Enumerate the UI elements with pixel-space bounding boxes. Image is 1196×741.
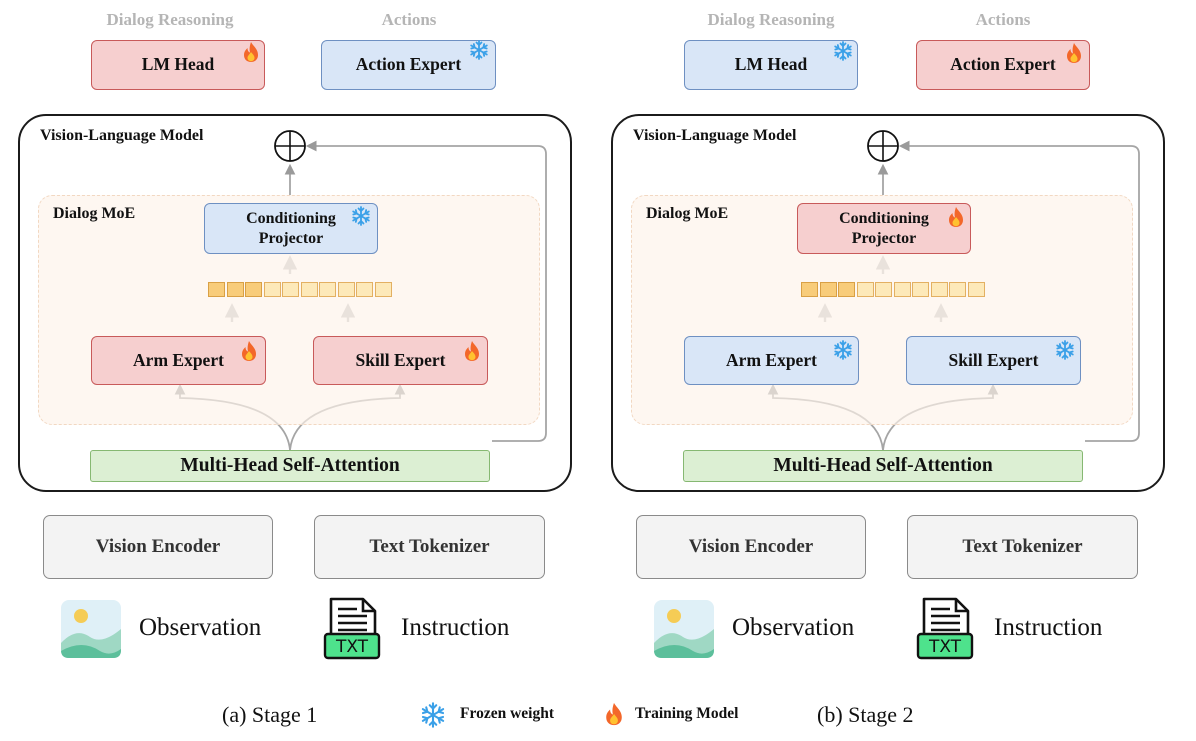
action-expert-box: Action Expert (321, 40, 496, 90)
snowflake-icon (833, 340, 853, 360)
action-expert-label: Action Expert (355, 54, 462, 75)
token (819, 282, 837, 297)
skill-expert-box: Skill Expert (906, 336, 1081, 385)
token (356, 282, 373, 297)
actions-label: Actions (381, 10, 437, 29)
token (949, 282, 966, 297)
projector-label-line2: Projector (851, 229, 917, 247)
flame-icon (462, 341, 482, 361)
token (226, 282, 244, 297)
vision-encoder-label: Vision Encoder (688, 536, 814, 558)
lm-head-label: LM Head (734, 54, 808, 75)
arm-expert-label: Arm Expert (726, 349, 817, 370)
vision-encoder-label: Vision Encoder (95, 536, 221, 558)
lm-head-box: LM Head (91, 40, 265, 90)
flame-icon (946, 207, 966, 227)
vision-language-model-container (18, 114, 572, 492)
legend-training-label: Training Model (635, 705, 739, 722)
snowflake-icon (351, 206, 371, 226)
action-expert-box: Action Expert (916, 40, 1090, 90)
observation-label: Observation (732, 614, 855, 641)
arm-expert-box: Arm Expert (684, 336, 859, 385)
lm-head-box: LM Head (684, 40, 858, 90)
action-expert-label: Action Expert (950, 54, 1056, 75)
instruction-label: Instruction (401, 614, 510, 641)
conditioning-projector-box: Conditioning Projector (204, 203, 378, 254)
skill-expert-label: Skill Expert (355, 349, 446, 370)
token (875, 282, 892, 297)
arm-expert-box: Arm Expert (91, 336, 266, 385)
vision-encoder-box: Vision Encoder (636, 515, 866, 579)
token (245, 282, 262, 297)
actions-label: Actions (975, 10, 1031, 29)
token (263, 282, 281, 297)
token (912, 282, 929, 297)
flame-icon (241, 42, 261, 62)
legend-frozen-label: Frozen weight (460, 705, 554, 722)
text-tokenizer-box: Text Tokenizer (907, 515, 1138, 579)
txt-file-icon: TXT (322, 597, 382, 663)
stage-2-diagram: Dialog Reasoning Actions LM Head Action … (593, 0, 1189, 741)
text-tokenizer-label: Text Tokenizer (369, 536, 490, 558)
txt-icon-text: TXT (335, 636, 369, 657)
projector-label-line1: Conditioning (839, 209, 929, 227)
txt-icon-text: TXT (928, 636, 962, 657)
token (856, 282, 874, 297)
token (967, 282, 985, 297)
skill-expert-label: Skill Expert (948, 349, 1039, 370)
snowflake-icon (1055, 340, 1075, 360)
dialog-reasoning-label: Dialog Reasoning (707, 10, 835, 29)
token (337, 282, 355, 297)
flame-icon (604, 701, 626, 729)
projector-label-line1: Conditioning (246, 209, 336, 227)
snowflake-icon (420, 702, 450, 728)
dialog-reasoning-label: Dialog Reasoning (106, 10, 234, 29)
token (208, 282, 225, 297)
flame-icon (1064, 43, 1084, 63)
projector-label-line2: Projector (258, 229, 324, 247)
token (300, 282, 318, 297)
token (930, 282, 948, 297)
sum-node-icon (867, 130, 899, 162)
token-sequence (208, 282, 392, 297)
attention-label: Multi-Head Self-Attention (180, 454, 400, 476)
dialog-moe-title: Dialog MoE (646, 205, 729, 222)
text-tokenizer-label: Text Tokenizer (962, 536, 1083, 558)
token (838, 282, 855, 297)
vision-language-model-container (611, 114, 1165, 492)
conditioning-projector-box: Conditioning Projector (797, 203, 971, 254)
observation-label: Observation (139, 614, 262, 641)
vlm-title: Vision-Language Model (633, 127, 797, 144)
multi-head-self-attention-box: Multi-Head Self-Attention (90, 450, 490, 482)
token-sequence (801, 282, 985, 297)
skill-expert-box: Skill Expert (313, 336, 488, 385)
multi-head-self-attention-box: Multi-Head Self-Attention (683, 450, 1083, 482)
lm-head-label: LM Head (141, 54, 215, 75)
image-icon (653, 599, 715, 659)
token (319, 282, 336, 297)
token (282, 282, 299, 297)
image-icon (60, 599, 122, 659)
token (374, 282, 392, 297)
dialog-moe-title: Dialog MoE (53, 205, 136, 222)
flame-icon (239, 341, 259, 361)
vision-encoder-box: Vision Encoder (43, 515, 273, 579)
sum-node-icon (274, 130, 306, 162)
instruction-label: Instruction (994, 614, 1103, 641)
stage-1-diagram: Dialog Reasoning Actions LM Head Action … (0, 0, 596, 741)
caption-stage-2: (b) Stage 2 (817, 702, 914, 727)
token (893, 282, 911, 297)
snowflake-icon (469, 40, 489, 60)
vlm-title: Vision-Language Model (40, 127, 204, 144)
attention-label: Multi-Head Self-Attention (773, 454, 993, 476)
caption-stage-1: (a) Stage 1 (222, 702, 318, 727)
text-tokenizer-box: Text Tokenizer (314, 515, 545, 579)
arm-expert-label: Arm Expert (133, 349, 224, 370)
txt-file-icon: TXT (915, 597, 975, 663)
token (801, 282, 818, 297)
snowflake-icon (833, 41, 853, 61)
